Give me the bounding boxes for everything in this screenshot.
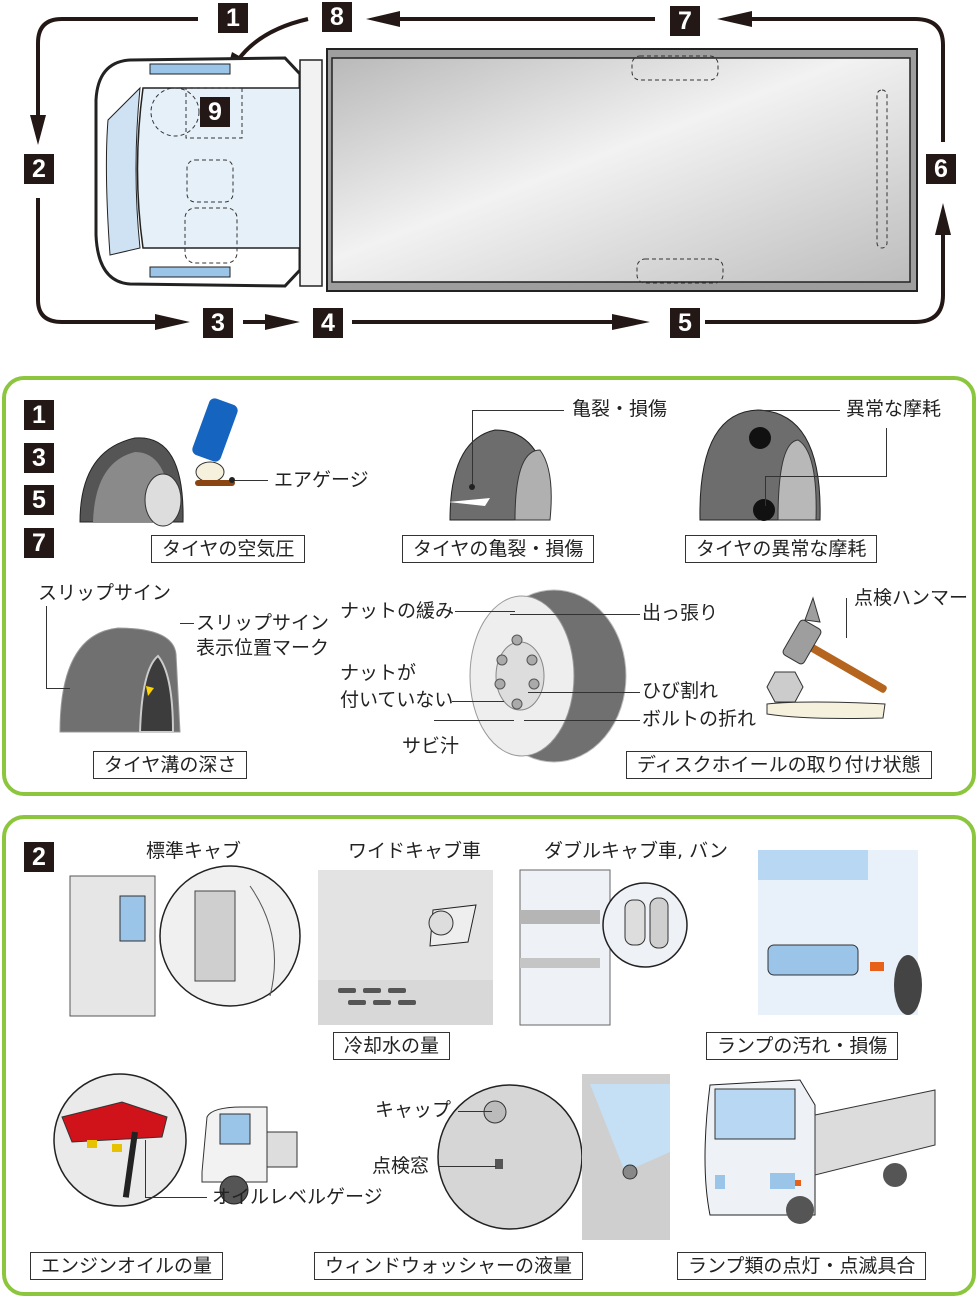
washer-cap-label: キャップ — [375, 1099, 452, 1121]
route-line-2-3 — [36, 198, 160, 324]
arrowhead-right-3 — [155, 314, 190, 330]
wear-caption: タイヤの異常な摩耗 — [685, 535, 878, 563]
engine-oil-illustration — [53, 1073, 298, 1207]
wide-cab-reservoir-illustration — [318, 870, 493, 1025]
slip-mark-label-2: 表示位置マーク — [196, 637, 330, 659]
disc-wheel-illustration — [469, 589, 627, 763]
air-gauge-label: エアゲージ — [274, 469, 369, 491]
engine-oil-caption: エンジンオイルの量 — [30, 1252, 224, 1280]
arrowhead-up-6 — [935, 203, 951, 235]
crack-leader-h — [472, 410, 564, 411]
standard-cab-reservoir-illustration — [69, 865, 301, 1017]
washer-tank-illustration — [437, 1074, 670, 1240]
hammer-leader — [846, 598, 847, 638]
hammer-label: 点検ハンマー — [854, 587, 969, 609]
slip-mark-leader — [180, 623, 194, 624]
washer-cap-leader — [458, 1111, 492, 1112]
air-pressure-caption: タイヤの空気圧 — [151, 535, 306, 563]
step-badge-7: 7 — [670, 6, 700, 36]
slip-mark-label-1: スリップサイン — [196, 612, 330, 634]
bulge-leader — [510, 614, 640, 615]
oil-gauge-leader-v — [145, 1140, 146, 1198]
tire-badge-1: 1 — [24, 400, 54, 430]
bolt-broken-label: ボルトの折れ — [642, 708, 757, 730]
groove-caption: タイヤ溝の深さ — [93, 751, 248, 779]
step-badge-2: 2 — [24, 154, 54, 184]
arrowhead-right-4 — [265, 314, 300, 330]
crack-caption: タイヤの亀裂・損傷 — [402, 535, 595, 563]
slip-sign-label: スリップサイン — [38, 582, 172, 604]
slip-sign-leader-v — [46, 606, 47, 688]
air-gauge-tire-illustration — [79, 398, 238, 527]
route-line-1-2 — [36, 17, 198, 115]
tire-crack-illustration — [448, 429, 552, 521]
step-badge-8: 8 — [322, 2, 352, 32]
nut-missing-label-2: 付いていない — [340, 689, 454, 711]
nut-loose-leader — [455, 611, 515, 612]
arrowhead-down-2 — [30, 115, 46, 145]
tire-wear-illustration — [699, 409, 821, 521]
air-gauge-dot — [229, 477, 235, 483]
step-badge-1: 1 — [218, 3, 248, 33]
route-line-8-9 — [236, 17, 309, 62]
wear-leader-2v — [886, 428, 887, 476]
bolt-broken-leader — [524, 720, 640, 721]
front-badge-2: 2 — [24, 842, 54, 872]
crack-leader-v — [472, 410, 473, 486]
wear-leader-2d — [765, 476, 766, 506]
lamp-operation-truck-illustration — [704, 1079, 936, 1224]
disc-wheel-caption: ディスクホイールの取り付け状態 — [626, 751, 932, 779]
step-badge-6: 6 — [926, 154, 956, 184]
arrowhead-right-5 — [612, 314, 650, 330]
rust-leader — [434, 720, 514, 721]
nut-missing-label-1: ナットが — [340, 662, 417, 684]
double-cab-reservoir-illustration — [519, 869, 688, 1026]
wide-cab-label: ワイドキャブ車 — [348, 840, 482, 862]
lamp-damage-caption: ランプの汚れ・損傷 — [706, 1032, 899, 1060]
truck-cab — [94, 56, 323, 288]
cargo-bed — [326, 48, 918, 292]
slip-sign-leader-h — [46, 688, 70, 689]
wear-leader-1 — [760, 410, 840, 411]
step-badge-3: 3 — [203, 308, 233, 338]
double-cab-label: ダブルキャブ車, バン — [544, 840, 729, 862]
arrowhead-left-8 — [366, 11, 400, 27]
crack-dot — [469, 484, 475, 490]
standard-cab-label: 標準キャブ — [146, 840, 242, 862]
coolant-caption: 冷却水の量 — [333, 1032, 451, 1060]
tire-groove-illustration — [59, 627, 181, 733]
route-arrows — [30, 11, 951, 330]
washer-window-label: 点検窓 — [372, 1155, 430, 1177]
air-gauge-leader — [232, 480, 268, 481]
rust-label: サビ汁 — [402, 735, 460, 757]
inspection-hammer-illustration — [766, 596, 887, 719]
tire-badge-3: 3 — [24, 443, 54, 473]
crack-label: 亀裂・損傷 — [572, 398, 668, 420]
lamp-operation-caption: ランプ類の点灯・点滅具合 — [677, 1252, 927, 1280]
arrowhead-left-7 — [717, 11, 752, 27]
route-line-6-7 — [750, 17, 945, 142]
nut-loose-label: ナットの緩み — [340, 600, 455, 622]
oil-gauge-label: オイルレベルゲージ — [212, 1186, 383, 1208]
step-badge-9: 9 — [200, 97, 230, 127]
route-line-5-6 — [705, 233, 945, 324]
lamp-damage-truck-front-illustration — [758, 850, 922, 1015]
crack-wheel-label: ひび割れ — [642, 680, 719, 702]
crack-wheel-leader — [528, 692, 640, 693]
step-badge-4: 4 — [313, 308, 343, 338]
tire-badge-5: 5 — [24, 485, 54, 515]
washer-window-leader — [438, 1166, 496, 1167]
oil-gauge-leader-h — [145, 1197, 207, 1198]
nut-missing-leader — [452, 701, 504, 702]
step-badge-5: 5 — [670, 308, 700, 338]
tire-badge-7: 7 — [24, 528, 54, 558]
washer-caption: ウィンドウォッシャーの液量 — [314, 1252, 584, 1280]
wear-leader-2h — [765, 476, 887, 477]
bulge-label: 出っ張り — [642, 602, 719, 624]
wear-label: 異常な摩耗 — [846, 398, 942, 420]
